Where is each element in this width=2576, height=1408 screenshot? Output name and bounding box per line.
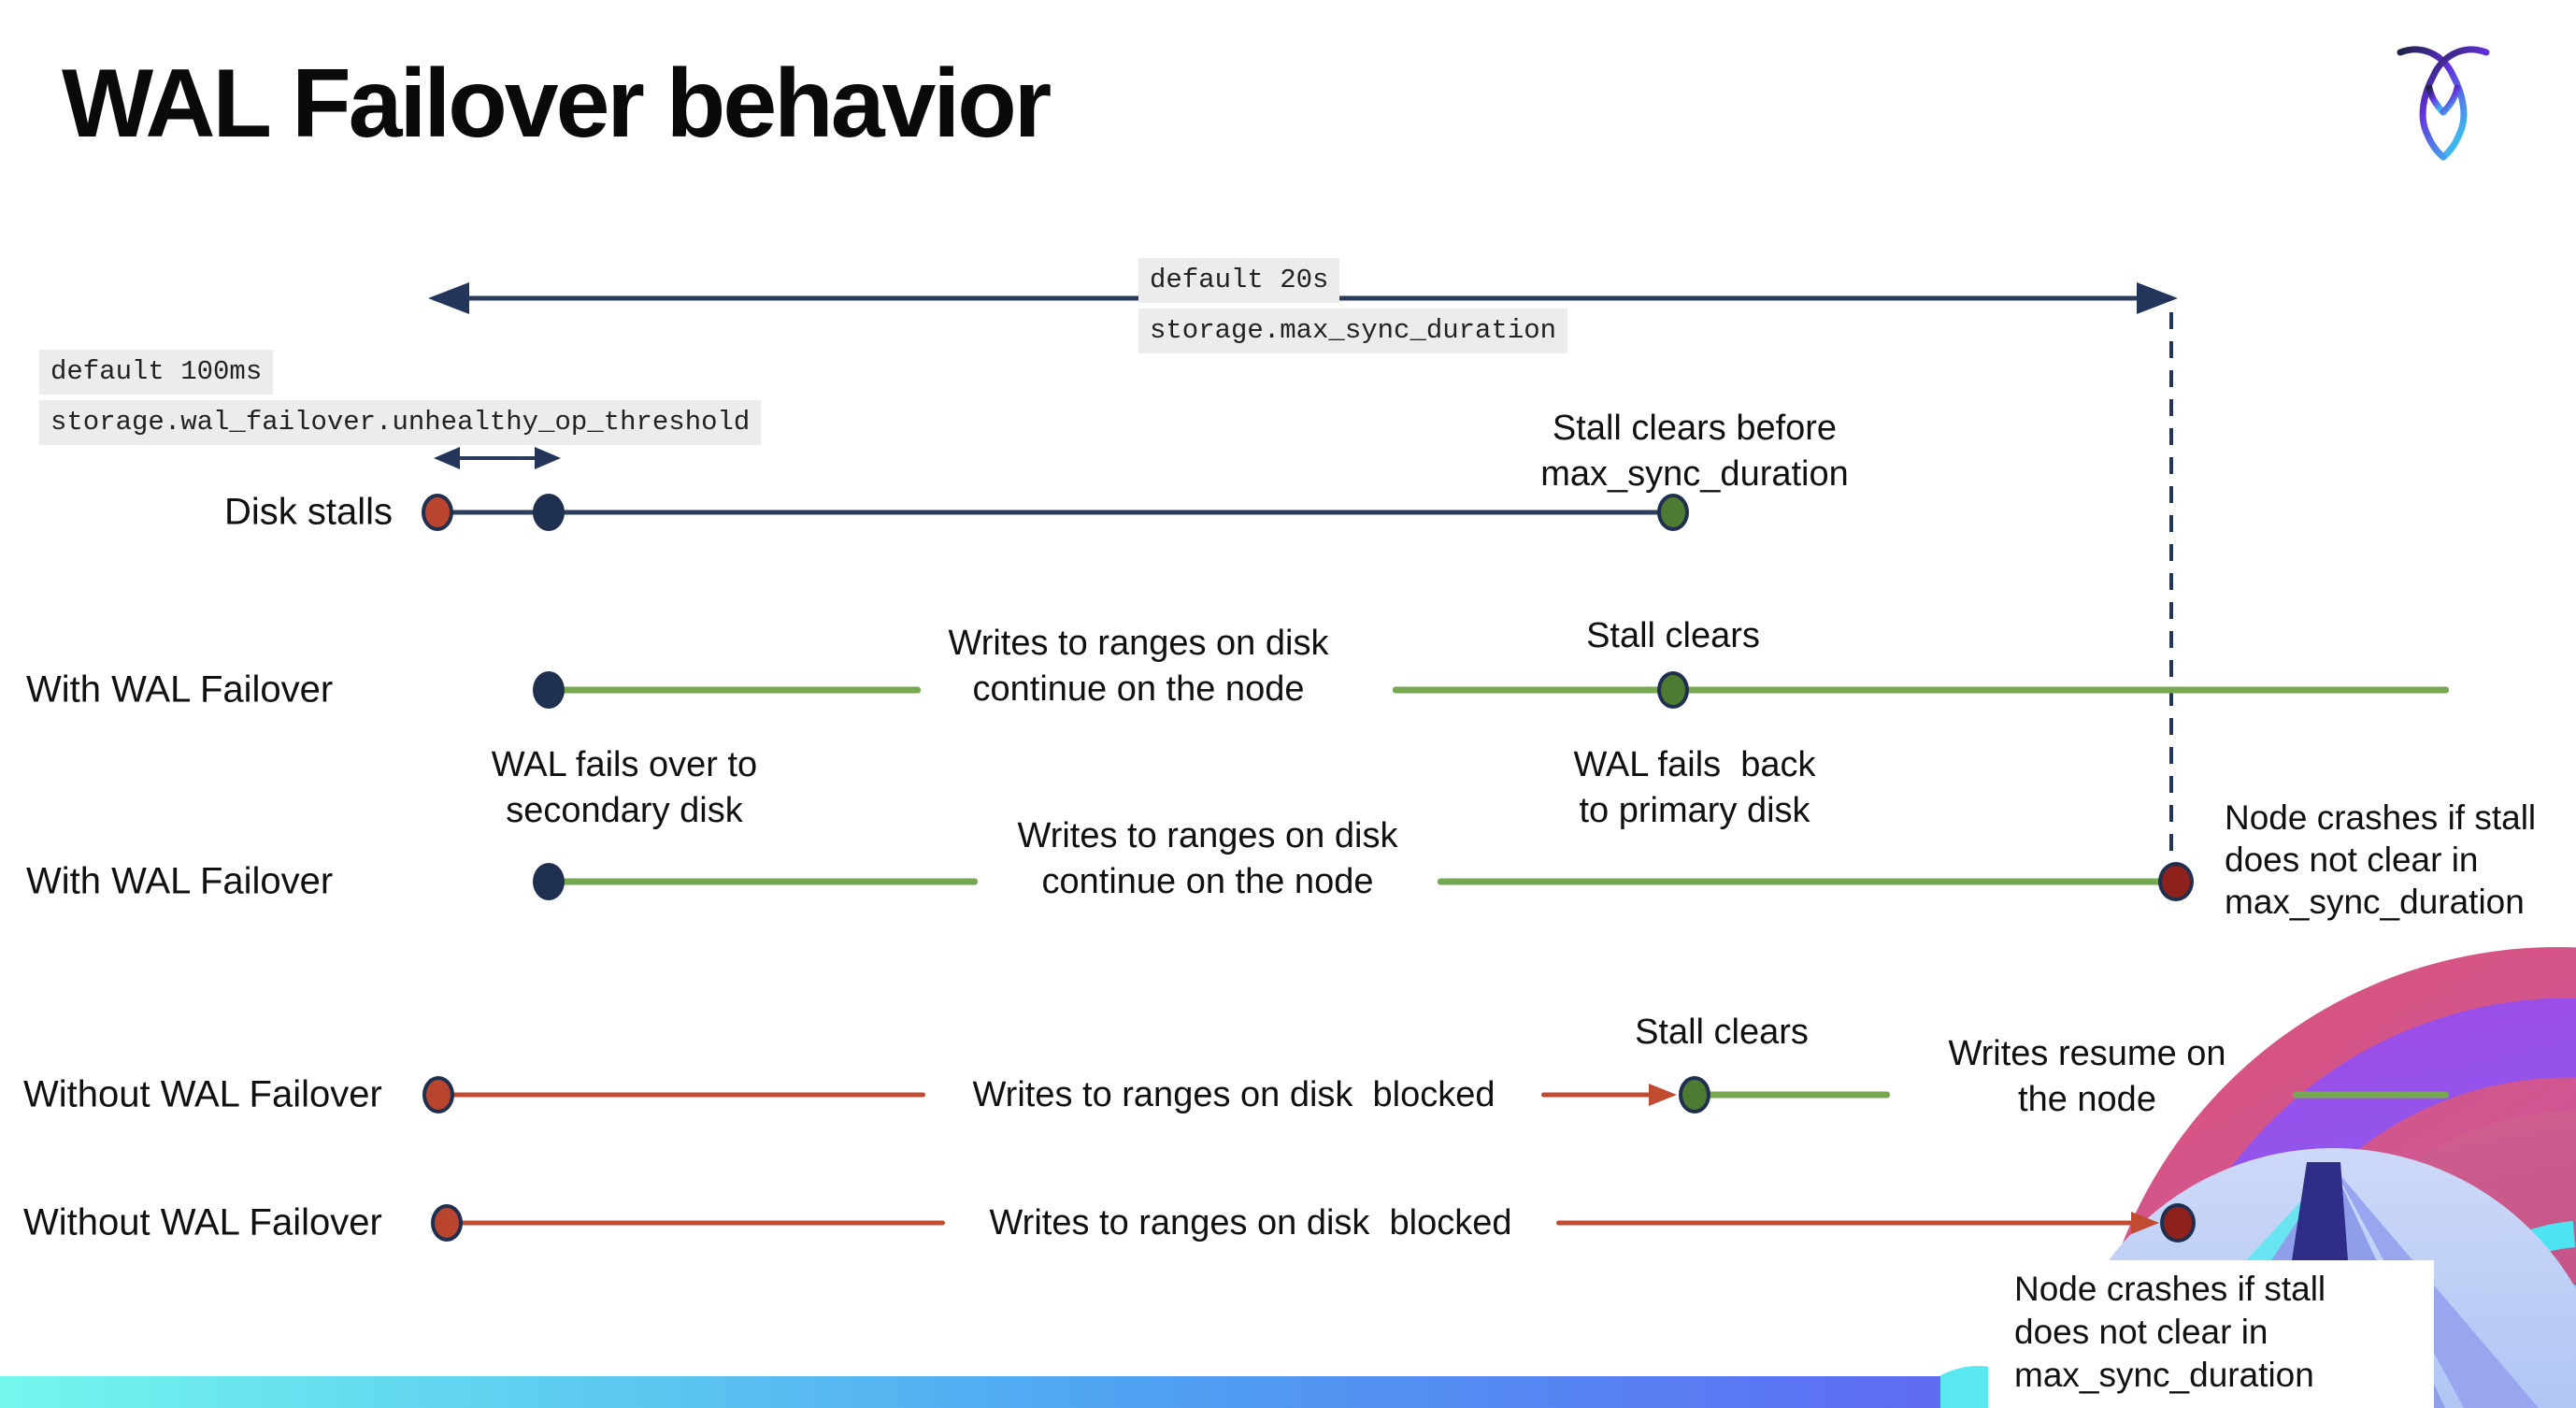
row5-blocked-seg2 <box>1556 1220 2136 1226</box>
node-crash-dot <box>2160 1203 2196 1243</box>
decor-purple-arch <box>2147 998 2576 1408</box>
row4-blocked-seg1 <box>451 1092 925 1098</box>
row-label-without-wal-failover-1: Without WAL Failover <box>23 1073 382 1115</box>
row-label-disk-stalls: Disk stalls <box>224 491 394 533</box>
unhealthy-op-threshold-setting-label: default 100ms storage.wal_failover.unhea… <box>39 350 762 445</box>
arrowhead-right-icon <box>2137 282 2178 314</box>
threshold-dot <box>533 494 565 531</box>
row5-blocked-seg1 <box>460 1220 945 1226</box>
arrowhead-left-icon <box>428 282 469 314</box>
row4-resume-seg2 <box>2293 1091 2449 1099</box>
row1-timeline <box>437 510 1673 515</box>
node-crash-dot <box>2158 862 2194 901</box>
annotation-writes-blocked-1: Writes to ranges on disk blocked <box>972 1075 1496 1114</box>
failover-dot <box>533 671 565 709</box>
stall-clears-dot <box>1657 494 1689 531</box>
failover-dot <box>533 863 565 900</box>
annotation-stall-clears-before: Stall clears before max_sync_duration <box>1540 409 1849 494</box>
annotation-node-crashes-1: Node crashes if stall does not clear in … <box>2225 798 2537 921</box>
stall-start-dot <box>422 1076 454 1113</box>
setting-default-value: default 20s <box>1138 258 1340 303</box>
annotation-writes-continue-2: Writes to ranges on disk continue on the… <box>1017 816 1398 901</box>
page-title: WAL Failover behavior <box>62 50 1052 158</box>
row2-timeline-seg1 <box>561 686 921 694</box>
setting-name: storage.max_sync_duration <box>1138 309 1568 353</box>
cockroachdb-logo-icon <box>2397 39 2490 163</box>
row-label-with-wal-failover-1: With WAL Failover <box>26 668 334 711</box>
decor-petal-4 <box>2333 1167 2539 1408</box>
annotation-writes-blocked-2: Writes to ranges on disk blocked <box>989 1203 1512 1243</box>
annotation-stall-clears-2: Stall clears <box>1635 1013 1809 1052</box>
annotation-writes-continue-1: Writes to ranges on disk continue on the… <box>948 624 1329 709</box>
annotation-wal-fails-back: WAL fails back to primary disk <box>1573 745 1816 830</box>
setting-default-value: default 100ms <box>39 350 274 395</box>
row2-timeline-seg2 <box>1393 686 1664 694</box>
max-sync-duration-setting-label: default 20s storage.max_sync_duration <box>1138 258 1568 353</box>
node-crash-label-box: Node crashes if stall does not clear in … <box>1988 1260 2434 1408</box>
stall-clears-dot <box>1657 671 1689 709</box>
annotation-writes-resume: Writes resume on the node <box>1948 1034 2226 1119</box>
stall-clears-dot <box>1679 1076 1710 1113</box>
dashed-timeout-line <box>2169 312 2173 862</box>
row-label-without-wal-failover-2: Without WAL Failover <box>23 1201 382 1243</box>
threshold-arrow-line <box>447 456 546 460</box>
row3-timeline-seg2 <box>1438 878 2165 885</box>
annotation-wal-fails-over: WAL fails over to secondary disk <box>491 745 758 830</box>
stall-start-dot <box>422 494 453 531</box>
annotation-node-crashes-2: Node crashes if stall does not clear in … <box>2014 1270 2326 1394</box>
red-arrowhead-icon <box>2131 1212 2159 1234</box>
row4-blocked-seg2 <box>1541 1092 1653 1098</box>
arrowhead-right-icon <box>535 447 561 469</box>
red-arrowhead-icon <box>1649 1084 1677 1106</box>
arrowhead-left-icon <box>434 447 460 469</box>
setting-name: storage.wal_failover.unhealthy_op_thresh… <box>39 400 762 445</box>
stall-start-dot <box>431 1204 463 1242</box>
annotation-stall-clears-1: Stall clears <box>1586 616 1760 655</box>
row2-timeline-seg3 <box>1684 686 2449 694</box>
row-label-with-wal-failover-2: With WAL Failover <box>26 860 334 902</box>
row4-resume-seg1 <box>1707 1091 1890 1099</box>
row3-timeline-seg1 <box>561 878 978 885</box>
